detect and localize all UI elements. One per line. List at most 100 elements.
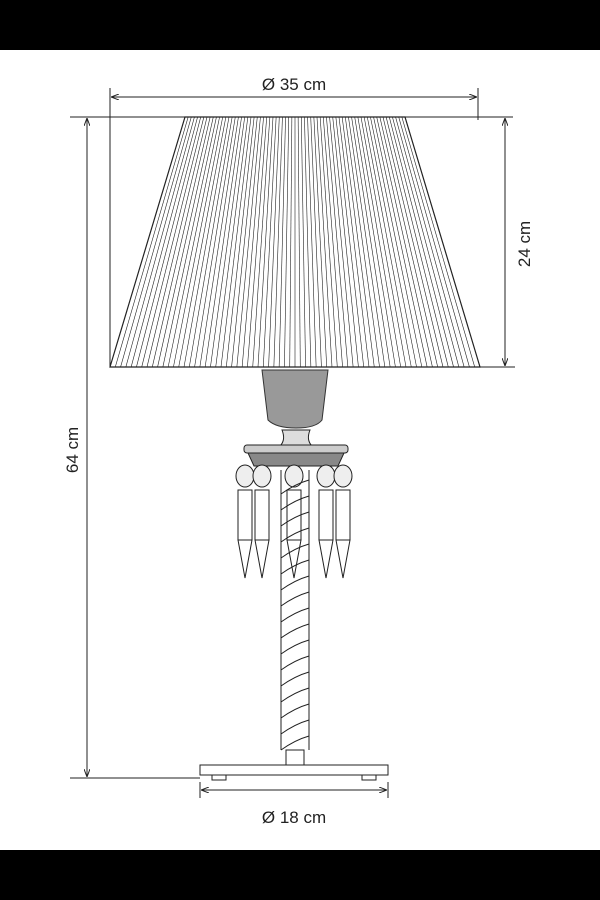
shade-pleat [162,116,217,368]
shade-pleat [370,116,423,368]
pendant [333,464,353,579]
total-height-label: 64 cm [63,427,82,473]
shade-pleat [114,116,189,368]
shade-pleat [360,116,407,368]
shade-height-label: 24 cm [515,221,534,267]
stem-twist [280,687,310,703]
stem-twist [280,671,310,687]
shade-pleat [236,116,261,368]
shade-pleat [125,116,195,368]
shade-pleat [278,116,286,368]
shade-pleat [220,116,252,368]
shade-pleat [262,116,277,368]
twisted-stem [280,470,310,766]
stem-twist [280,527,310,543]
shade-pleat [376,116,433,368]
pendant [316,464,336,579]
shade-pleat [332,116,359,368]
stem-twist [280,591,310,607]
stem-twist [280,607,310,623]
stem-twist [280,559,310,575]
shade-pleat [313,116,328,368]
dimension-base-diameter [199,782,389,798]
dimension-total-height [70,119,200,779]
shade-pleat [382,116,444,368]
bottom-black-band [0,850,600,900]
shade-pleat [194,116,236,368]
shade-pleat [307,116,317,368]
shade-pleat [344,116,380,368]
shade-pleat [120,116,192,368]
crystal-pendants [235,464,353,579]
shade-pleat [379,116,439,368]
shade-pleat [338,116,370,368]
stem-twist [280,575,310,591]
stem-twist [280,623,310,639]
shade-pleat [204,116,242,368]
stem-twist [280,511,310,527]
stem-twist [280,735,310,751]
dimension-shade-height [480,119,515,368]
top-black-band [0,0,600,50]
stem-twist [280,543,310,559]
lamp-base [199,764,389,781]
shade-pleat [136,116,202,368]
shade-pleat [316,116,333,368]
shade-pleat [363,116,412,368]
shade-pleat [401,116,476,368]
stem-twist [280,479,310,495]
shade-pleat [199,116,239,368]
shade-pleat [341,116,375,368]
stem-twist [280,719,310,735]
shade-pleat [247,116,268,368]
shade-pleat [335,116,365,368]
shade-diameter-label: Ø 35 cm [262,75,326,94]
shade-pleat [231,116,258,368]
shade-pleat [284,116,290,368]
shade-pleat [348,116,386,368]
shade-pleat [188,116,233,368]
shade-pleat [357,116,402,368]
shade-pleat [354,116,396,368]
shade-pleat [366,116,417,368]
shade-pleat [289,116,293,368]
shade-pleat [146,116,208,368]
shade-pleat [167,116,220,368]
pendant [252,464,272,579]
stem-twist [280,703,310,719]
shade-pleat [385,116,449,368]
shade-pleat [329,116,354,368]
shade-pleat [130,116,198,368]
stem-twist [280,495,310,511]
shade-pleat [398,116,470,368]
shade-pleat [252,116,271,368]
shade-pleat [141,116,205,368]
shade-pleat [173,116,224,368]
shade-pleat [373,116,428,368]
shade-pleat [151,116,211,368]
shade-pleat [273,116,283,368]
shade-pleat [268,116,280,368]
pendant [284,464,304,579]
shade-pleat [395,116,465,368]
shade-pleat [326,116,349,368]
base-diameter-label: Ø 18 cm [262,808,326,827]
dimension-shade-diameter [109,88,479,367]
stem-twist [280,639,310,655]
shade-pleat [225,116,255,368]
shade-pleat [215,116,249,368]
shade-pleat [310,116,322,368]
shade-pleat [392,116,460,368]
shade-pleat [178,116,227,368]
shade-pleat [304,116,312,368]
stem-twist [280,655,310,671]
shade-pleat [300,116,306,368]
lamp-shade [109,116,481,368]
shade-pleat [351,116,391,368]
shade-pleat [241,116,264,368]
shade-pleat [157,116,214,368]
shade-pleat [210,116,246,368]
shade-pleat [297,116,301,368]
